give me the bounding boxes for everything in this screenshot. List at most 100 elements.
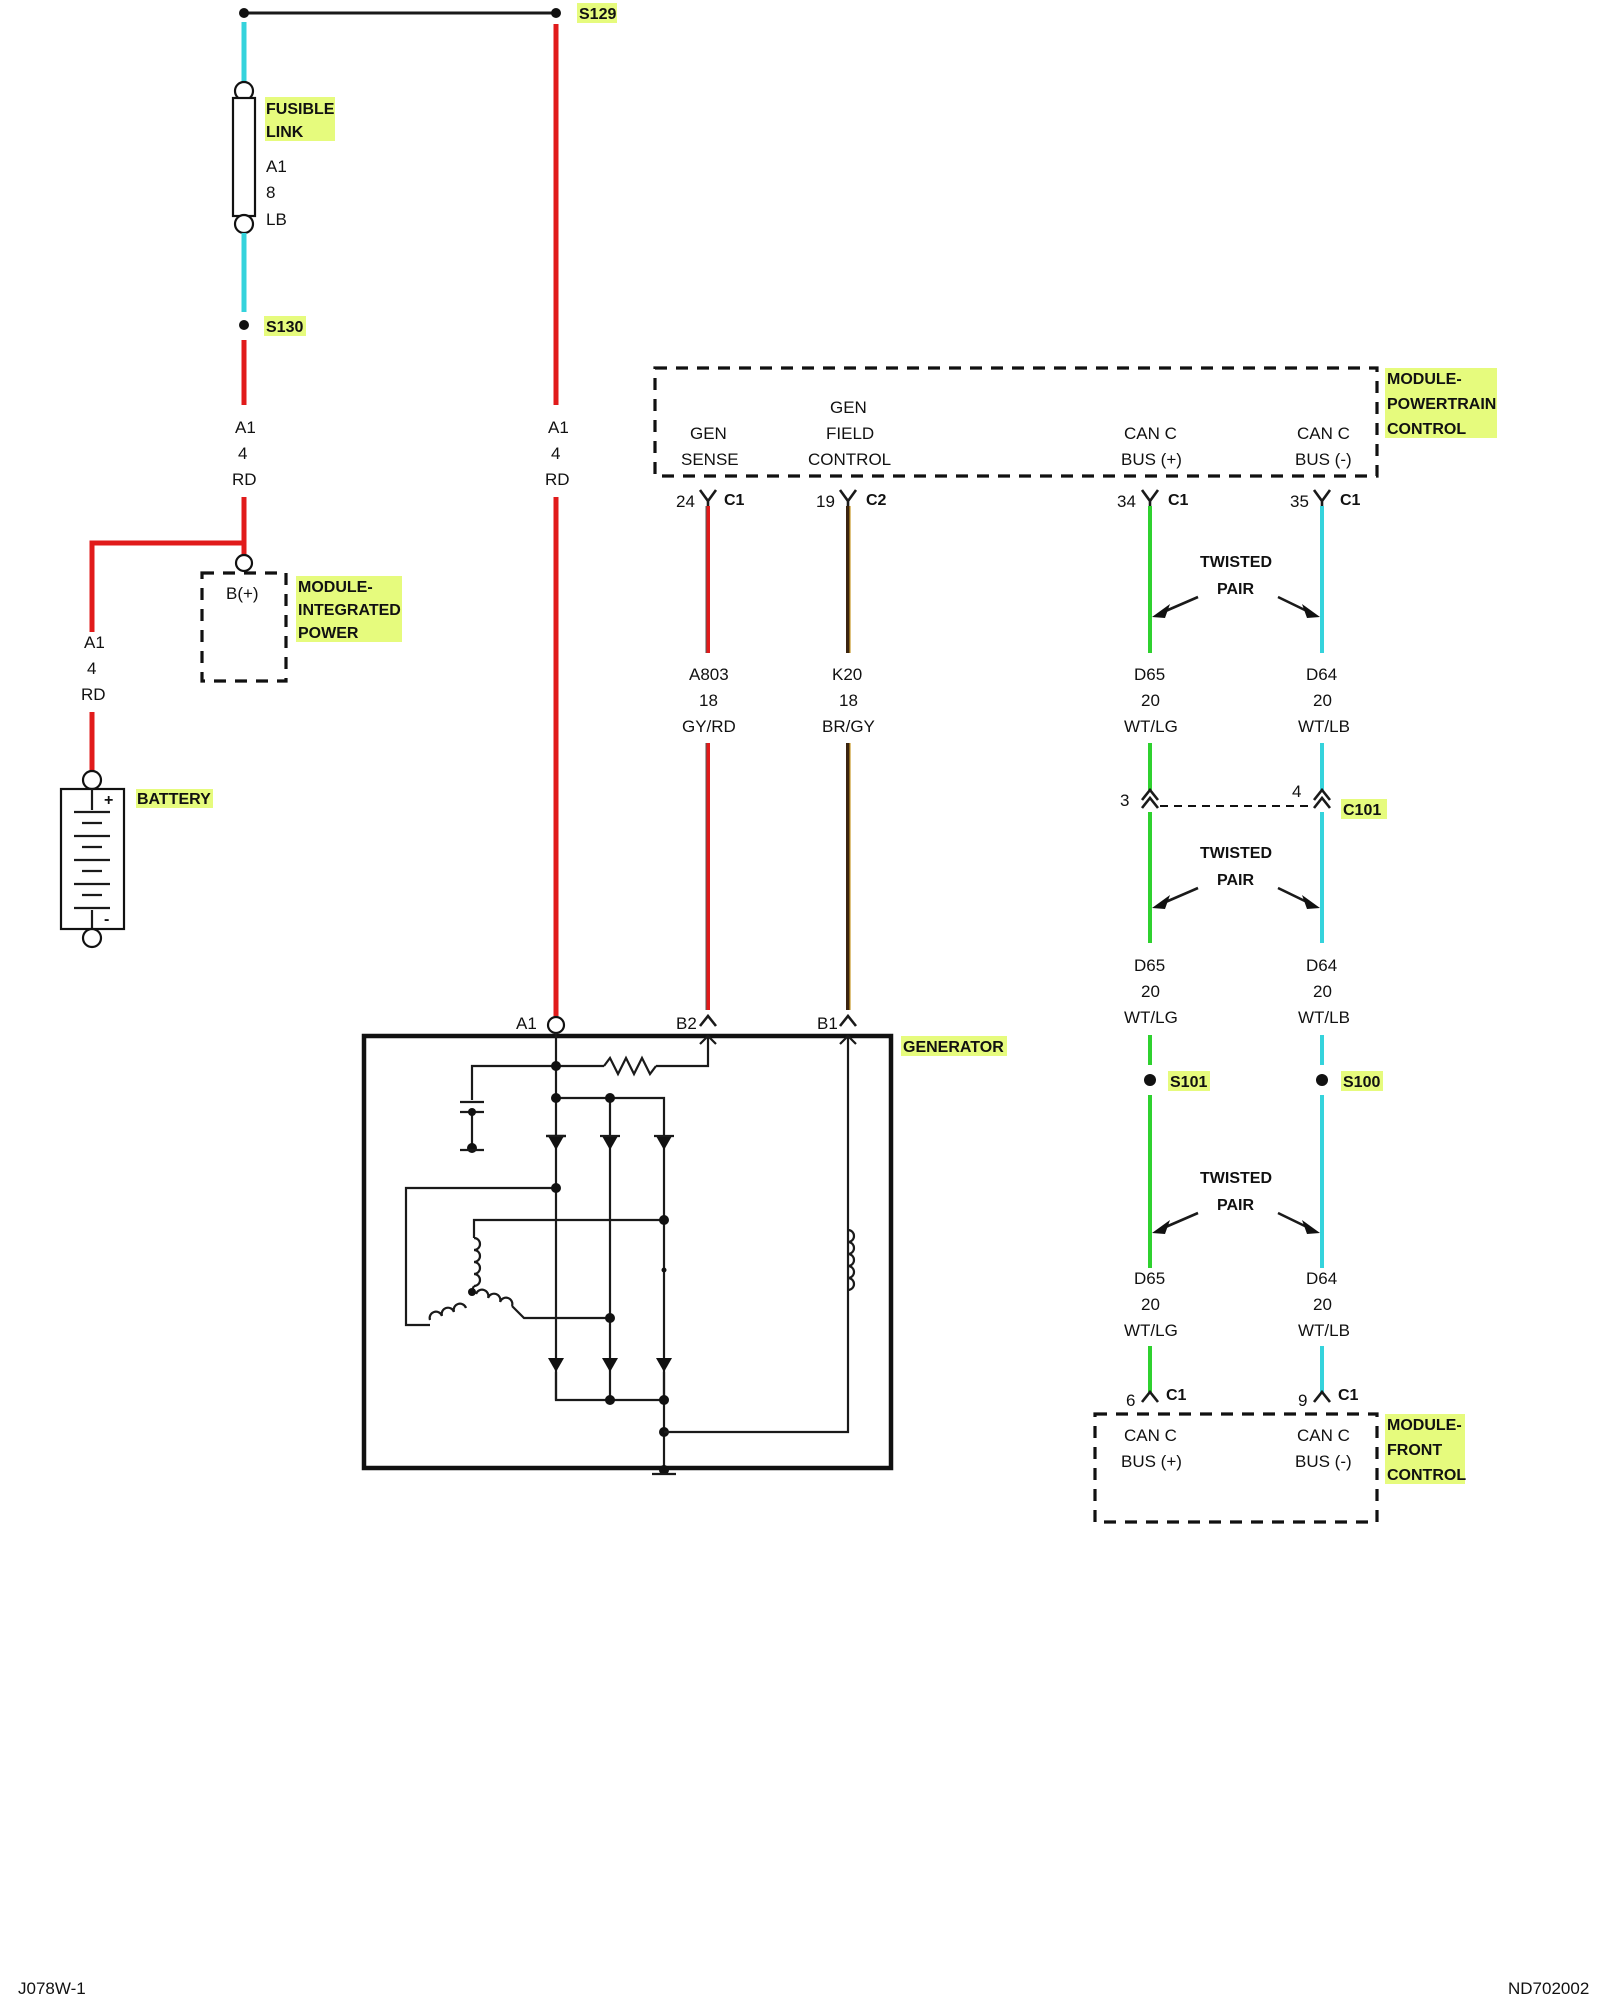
wire-d65-1-gauge: 20 (1141, 691, 1160, 710)
can-minus-top-label-2: BUS (-) (1295, 450, 1352, 469)
fusible-wire-code: A1 (266, 157, 287, 176)
fusible-wire-color: LB (266, 210, 287, 229)
fusible-link: FUSIBLE LINK A1 8 LB (231, 22, 335, 312)
can-wires-segment-3: TWISTED PAIR D65 20 WT/LG D64 20 WT/LB (1124, 1095, 1350, 1392)
wire-a1-batt-gauge: 4 (87, 659, 96, 678)
wire-a803-code: A803 (689, 665, 729, 684)
wire-d64-3-gauge: 20 (1313, 1295, 1332, 1314)
twisted-pair-1-line2: PAIR (1217, 581, 1254, 598)
pcm-connectors: 24 C1 19 C2 34 C1 35 C1 (676, 489, 1361, 511)
wire-d65-2-code: D65 (1134, 956, 1165, 975)
pin-9: 9 (1298, 1391, 1307, 1410)
can-plus-top-label-2: BUS (+) (1121, 450, 1182, 469)
wire-d65-3-color: WT/LG (1124, 1321, 1178, 1340)
gen-sense-label-2: SENSE (681, 450, 739, 469)
pin-35: 35 (1290, 492, 1309, 511)
footer-left-code: J078W-1 (18, 1979, 86, 1998)
fusible-wire-gauge: 8 (266, 183, 275, 202)
wire-a1-left-code: A1 (235, 418, 256, 437)
fcm-c1-a: C1 (1166, 1387, 1187, 1404)
pcm-c1-b: C1 (1168, 492, 1189, 509)
pcm-c2: C2 (866, 492, 887, 509)
generator-label: GENERATOR (903, 1039, 1004, 1056)
wire-d65-1-code: D65 (1134, 665, 1165, 684)
pcm-c1-a: C1 (724, 492, 745, 509)
battery-label: BATTERY (137, 791, 211, 808)
twisted-pair-2-line1: TWISTED (1200, 845, 1272, 862)
wire-d64-2-code: D64 (1306, 956, 1337, 975)
wire-a803-color: GY/RD (682, 717, 736, 736)
fcm-label-1: MODULE- (1387, 1417, 1462, 1434)
term-b2-label: B2 (676, 1014, 697, 1033)
battery-feed: A1 4 RD (81, 633, 106, 771)
gen-sense-label-1: GEN (690, 424, 727, 443)
mip-label-1: MODULE- (298, 579, 373, 596)
wire-a1-batt-color: RD (81, 685, 106, 704)
mip-label-2: INTEGRATED (298, 602, 401, 619)
pin-34: 34 (1117, 492, 1136, 511)
b-plus-label: B(+) (226, 584, 259, 603)
term-a1-label: A1 (516, 1014, 537, 1033)
wire-d65-2-gauge: 20 (1141, 982, 1160, 1001)
splices-s101-s100: S101 S100 (1144, 1071, 1383, 1091)
c101-label: C101 (1343, 802, 1381, 819)
can-wires-segment-2: TWISTED PAIR D65 20 WT/LG D64 20 WT/LB (1124, 812, 1350, 1065)
wire-a803-gauge: 18 (699, 691, 718, 710)
wire-d64-1-code: D64 (1306, 665, 1337, 684)
battery-icon: + - BATTERY (59, 769, 213, 949)
connector-c101: 3 4 C101 (1120, 782, 1387, 819)
can-plus-bot-label-2: BUS (+) (1121, 1452, 1182, 1471)
twisted-pair-3-line2: PAIR (1217, 1197, 1254, 1214)
top-bus-s129: S129 (239, 3, 617, 23)
pin-3: 3 (1120, 791, 1129, 810)
wire-d64-3-color: WT/LB (1298, 1321, 1350, 1340)
wire-d64-2-color: WT/LB (1298, 1008, 1350, 1027)
twisted-pair-2-line2: PAIR (1217, 872, 1254, 889)
wire-a1-mid-code: A1 (548, 418, 569, 437)
splice-s101-label: S101 (1170, 1074, 1207, 1091)
pin-24: 24 (676, 492, 695, 511)
wire-d64-2-gauge: 20 (1313, 982, 1332, 1001)
gen-field-label-2: FIELD (826, 424, 874, 443)
fusible-link-label-2: LINK (266, 124, 304, 141)
generator: A1 B2 B1 GENERATOR (361, 1013, 1007, 1476)
twisted-pair-3-line1: TWISTED (1200, 1170, 1272, 1187)
wire-a1-left-color: RD (232, 470, 257, 489)
wire-k20: K20 18 BR/GY (822, 506, 875, 1010)
splice-s130: S130 A1 4 RD (89, 316, 306, 632)
wire-k20-gauge: 18 (839, 691, 858, 710)
pcm-c1-c: C1 (1340, 492, 1361, 509)
splice-s100-label: S100 (1343, 1074, 1380, 1091)
can-plus-top-label-1: CAN C (1124, 424, 1177, 443)
wire-d64-1-gauge: 20 (1313, 691, 1332, 710)
pcm-label-1: MODULE- (1387, 371, 1462, 388)
wire-a1-generator: A1 4 RD (545, 24, 570, 1035)
can-wires: TWISTED PAIR D65 20 WT/LG D64 20 WT/LB (1124, 506, 1350, 790)
twisted-pair-1-line1: TWISTED (1200, 554, 1272, 571)
pin-6: 6 (1126, 1391, 1135, 1410)
gen-field-label-3: CONTROL (808, 450, 891, 469)
can-minus-top-label-1: CAN C (1297, 424, 1350, 443)
wire-d65-1-color: WT/LG (1124, 717, 1178, 736)
fcm-label-2: FRONT (1387, 1442, 1442, 1459)
term-b1-label: B1 (817, 1014, 838, 1033)
wire-a1-mid-color: RD (545, 470, 570, 489)
wire-d64-3-code: D64 (1306, 1269, 1337, 1288)
wire-a803: A803 18 GY/RD (682, 506, 736, 1010)
pin-4: 4 (1292, 782, 1301, 801)
pcm-label-2: POWERTRAIN (1387, 396, 1496, 413)
splice-s130-label: S130 (266, 319, 303, 336)
wire-d64-1-color: WT/LB (1298, 717, 1350, 736)
module-powertrain-control: GEN SENSE GEN FIELD CONTROL CAN C BUS (+… (653, 366, 1497, 478)
mip-label-3: POWER (298, 625, 359, 642)
wire-k20-color: BR/GY (822, 717, 875, 736)
wire-d65-3-code: D65 (1134, 1269, 1165, 1288)
wire-a1-left-gauge: 4 (238, 444, 247, 463)
module-integrated-power: B(+) MODULE- INTEGRATED POWER (200, 571, 402, 683)
fusible-link-label-1: FUSIBLE (266, 101, 335, 118)
wire-a1-batt-code: A1 (84, 633, 105, 652)
can-plus-bot-label-1: CAN C (1124, 1426, 1177, 1445)
battery-minus-label: - (104, 911, 109, 928)
splice-s129-label: S129 (579, 6, 616, 23)
